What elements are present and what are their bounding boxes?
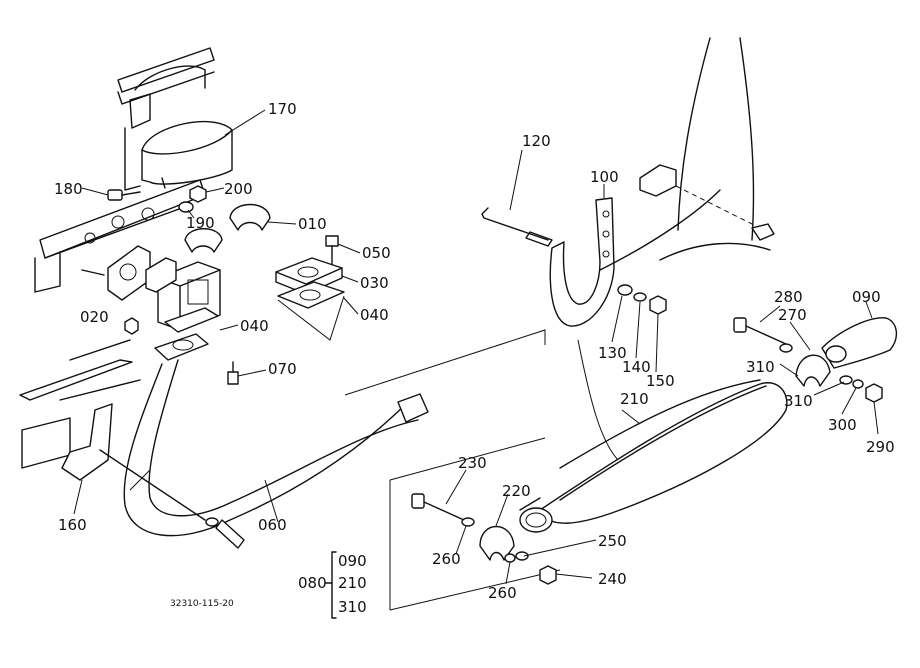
vehicle-body-outline bbox=[599, 37, 775, 271]
label-090: 090 bbox=[852, 288, 881, 306]
part-010-clamp bbox=[184, 203, 271, 253]
part-260-washer-lower bbox=[504, 553, 516, 563]
part-290-nut bbox=[865, 383, 883, 403]
leader-lines bbox=[73, 109, 879, 585]
label-010: 010 bbox=[298, 215, 327, 233]
part-140-lock-washer bbox=[633, 292, 647, 302]
label-070: 070 bbox=[268, 360, 297, 378]
part-090-tail-pipe bbox=[821, 317, 897, 369]
label-250: 250 bbox=[598, 532, 627, 550]
part-100-hanger-bracket bbox=[549, 197, 615, 327]
label-210: 210 bbox=[620, 390, 649, 408]
label-040-manifold: 040 bbox=[240, 317, 269, 335]
label-150: 150 bbox=[646, 372, 675, 390]
part-230-bolt bbox=[411, 493, 465, 521]
label-030: 030 bbox=[360, 274, 389, 292]
label-280: 280 bbox=[774, 288, 803, 306]
label-140: 140 bbox=[622, 358, 651, 376]
part-240-nut bbox=[539, 565, 557, 585]
label-170: 170 bbox=[268, 100, 297, 118]
label-190: 190 bbox=[186, 214, 215, 232]
engine-frame bbox=[19, 47, 215, 469]
label-080-component-090: 090 bbox=[338, 552, 367, 570]
part-190-washer bbox=[178, 201, 194, 213]
part-310-washer-upper bbox=[779, 343, 793, 353]
label-260-lower: 260 bbox=[488, 584, 517, 602]
part-210-muffler bbox=[519, 339, 788, 533]
part-030-flange-plate bbox=[275, 257, 343, 295]
label-310-lower: 310 bbox=[784, 392, 813, 410]
part-020-gasket bbox=[81, 245, 151, 301]
part-070-bolt bbox=[227, 361, 239, 385]
label-020: 020 bbox=[80, 308, 109, 326]
part-280-bolt bbox=[733, 317, 787, 345]
label-230: 230 bbox=[458, 454, 487, 472]
label-240: 240 bbox=[598, 570, 627, 588]
label-260-upper: 260 bbox=[432, 550, 461, 568]
label-060: 060 bbox=[258, 516, 287, 534]
part-060-exhaust-pipe bbox=[123, 329, 546, 549]
label-300: 300 bbox=[828, 416, 857, 434]
label-200: 200 bbox=[224, 180, 253, 198]
label-220: 220 bbox=[502, 482, 531, 500]
part-260-washer-upper bbox=[461, 517, 475, 527]
part-270-clamp bbox=[795, 354, 831, 387]
part-250-washer bbox=[515, 551, 529, 561]
part-exhaust-flange-block bbox=[124, 257, 221, 361]
part-labels: 170 180 200 190 010 050 030 040 040 020 … bbox=[54, 100, 895, 616]
assembly-080-bracket bbox=[325, 551, 337, 619]
label-160: 160 bbox=[58, 516, 87, 534]
part-150-nut bbox=[649, 295, 667, 315]
label-050: 050 bbox=[362, 244, 391, 262]
part-160-bracket bbox=[61, 403, 206, 521]
label-080-component-210: 210 bbox=[338, 574, 367, 592]
label-080-component-310: 310 bbox=[338, 598, 367, 616]
label-080: 080 bbox=[298, 574, 327, 592]
label-100: 100 bbox=[590, 168, 619, 186]
part-130-washer bbox=[617, 284, 633, 296]
label-270: 270 bbox=[778, 306, 807, 324]
label-040-flange: 040 bbox=[360, 306, 389, 324]
label-310-upper: 310 bbox=[746, 358, 775, 376]
label-290: 290 bbox=[866, 438, 895, 456]
part-170-heat-shield bbox=[141, 121, 233, 189]
part-200-nut bbox=[189, 185, 207, 203]
part-220-clamp bbox=[479, 525, 515, 561]
figure-code: 32310-115-20 bbox=[170, 599, 234, 609]
label-180: 180 bbox=[54, 180, 83, 198]
part-120-hook-rod bbox=[481, 207, 553, 247]
part-040-gasket-upper bbox=[277, 281, 345, 309]
part-180-bolt bbox=[107, 189, 141, 201]
label-130: 130 bbox=[598, 344, 627, 362]
label-120: 120 bbox=[522, 132, 551, 150]
